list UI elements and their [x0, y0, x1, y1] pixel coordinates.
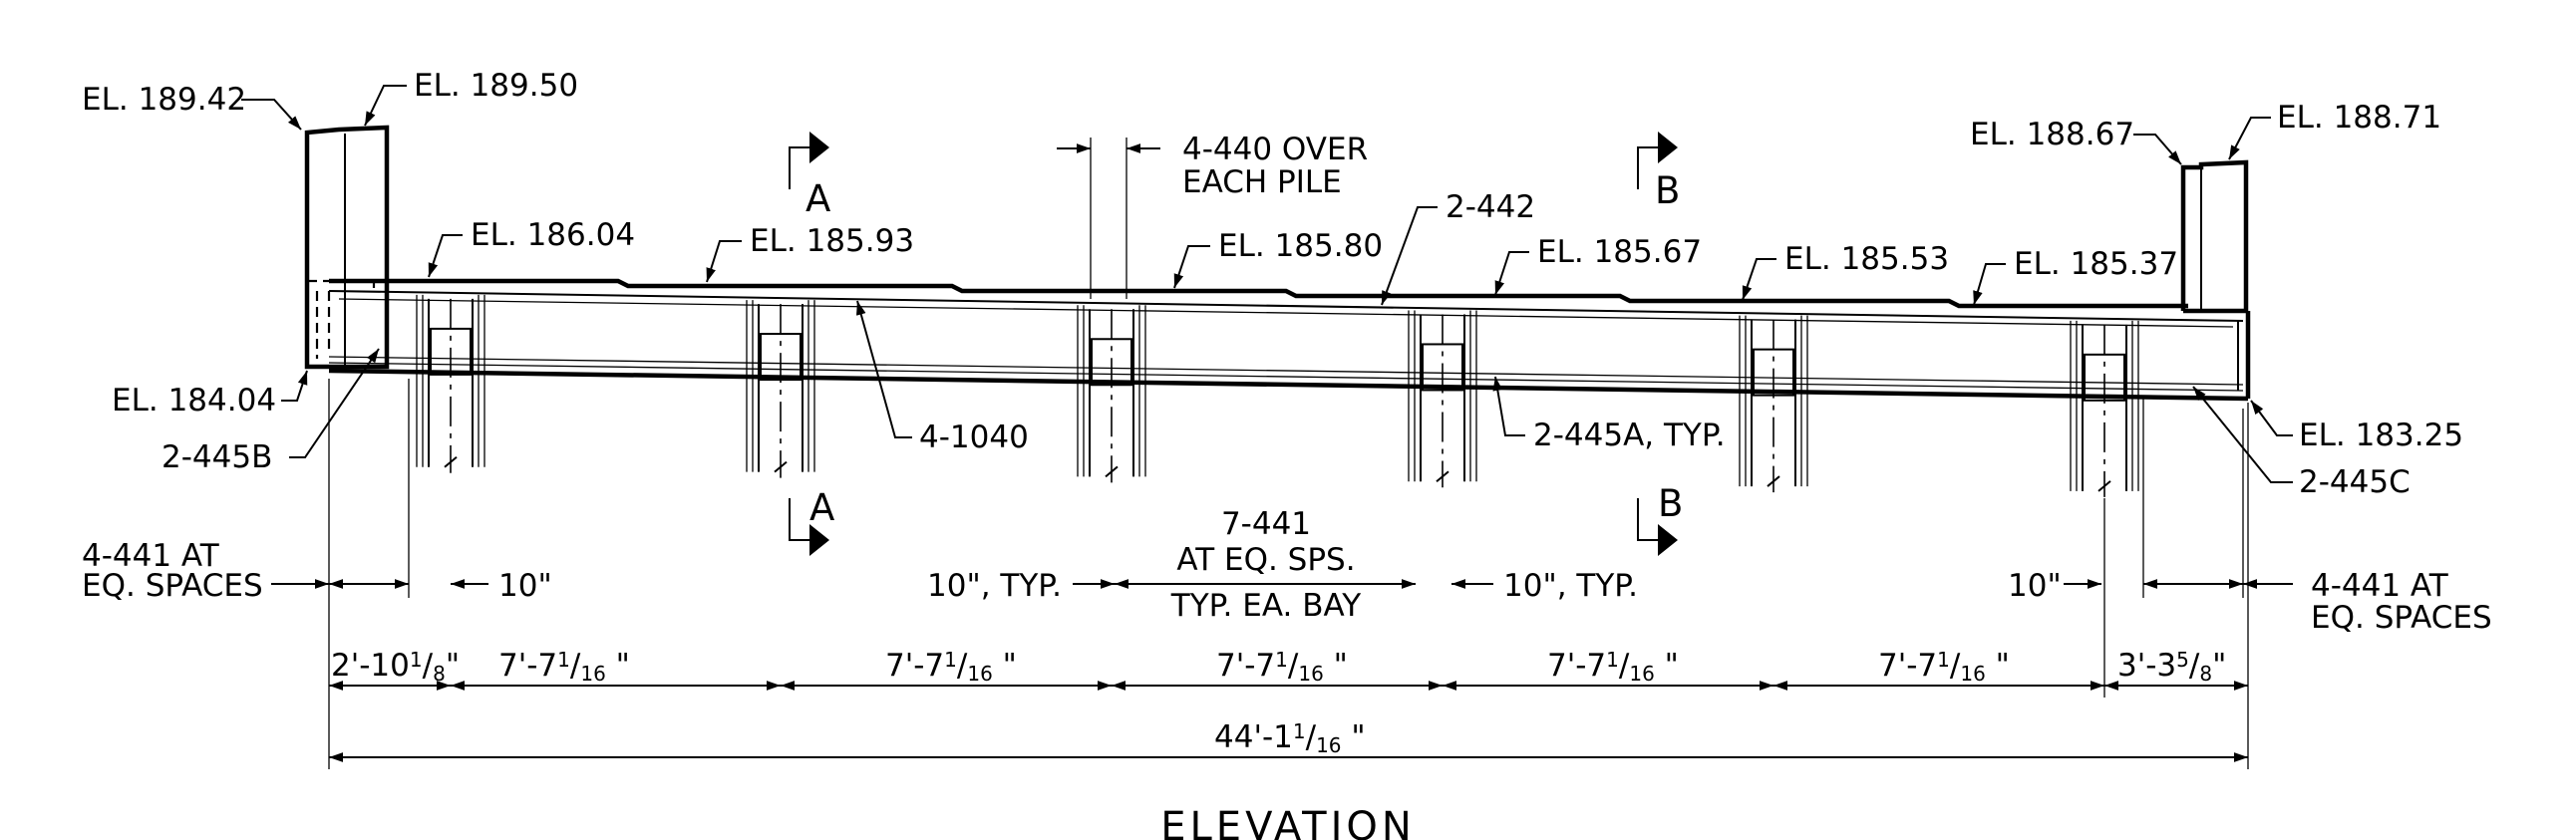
- dim-bay-5: 7'-71/16 ": [1878, 648, 2010, 686]
- left-441-label-1: 4-441 AT: [82, 538, 220, 574]
- el-186-04-label: EL. 186.04: [471, 217, 635, 253]
- drawing-title: ELEVATION: [1160, 804, 1416, 840]
- bar-2-445a-label: 2-445A, TYP.: [1533, 418, 1726, 453]
- pile-6-break-mark: [2097, 480, 2111, 492]
- dim-end-left: 2'-101/8": [331, 648, 460, 686]
- bar-2-442-label: 2-442: [1446, 189, 1535, 225]
- pile-2: [746, 300, 815, 478]
- cap-inner-line-2: [328, 362, 2244, 392]
- right-441-label-1: 4-441 AT: [2311, 568, 2449, 604]
- pile-5: [1739, 315, 1808, 493]
- section-cut-b: B B: [1637, 132, 1683, 556]
- pile-1: [416, 294, 485, 473]
- dim-bay-3: 7'-71/16 ": [1216, 648, 1348, 686]
- el-185-93-label: EL. 185.93: [750, 223, 914, 259]
- dim-bay-4: 7'-71/16 ": [1547, 648, 1679, 686]
- bar-2-445b-label: 2-445B: [161, 439, 272, 475]
- left-10-inch-label: 10": [498, 568, 552, 604]
- dim-end-right: 3'-35/8": [2117, 648, 2226, 686]
- dim-bay-2: 7'-71/16 ": [885, 648, 1017, 686]
- left-backwall: [304, 125, 390, 370]
- el-185-67-label: EL. 185.67: [1537, 234, 1702, 270]
- el-188-71-label: EL. 188.71: [2277, 100, 2441, 136]
- typ-10-left-label: 10", TYP.: [927, 568, 1062, 604]
- pile-5-break-mark: [1767, 475, 1780, 487]
- el-183-25-label: EL. 183.25: [2299, 418, 2463, 453]
- section-a-top-label: A: [805, 177, 830, 220]
- cap-top-slope: [328, 290, 2244, 322]
- elevation-callouts: EL. 189.42 EL. 189.50 EL. 186.04 EL. 185…: [82, 68, 2463, 453]
- pile-6: [2070, 320, 2139, 497]
- spacing-notes: 4-441 AT EQ. SPACES 10" 10", TYP. 7-441 …: [82, 506, 2492, 636]
- cap-bottom-edge: [328, 368, 2249, 402]
- section-b-bottom-label: B: [1658, 482, 1683, 525]
- el-188-67-label: EL. 188.67: [1970, 117, 2134, 152]
- over-pile-label-2: EACH PILE: [1182, 164, 1342, 200]
- el-189-50-label: EL. 189.50: [414, 68, 578, 104]
- left-441-label-2: EQ. SPACES: [82, 568, 263, 604]
- dim-bay-1: 7'-71/16 ": [498, 648, 630, 686]
- el-184-04-label: EL. 184.04: [112, 383, 276, 419]
- pile-4-break-mark: [1436, 470, 1449, 483]
- section-cut-a: A A: [789, 132, 834, 556]
- pile-4: [1408, 310, 1477, 488]
- dim-overall: 44'-11/16 ": [1214, 719, 1366, 757]
- piles-group: [416, 294, 2139, 497]
- right-backwall: [2180, 159, 2249, 314]
- pile-3-break-mark: [1105, 465, 1119, 478]
- extension-lines: [328, 379, 2249, 769]
- pile-2-break-mark: [774, 460, 788, 473]
- mid-441-label-3: TYP. EA. BAY: [1170, 588, 1361, 624]
- right-441-label-2: EQ. SPACES: [2311, 600, 2492, 636]
- dimension-strings: 2'-101/8" 7'-71/16 " 7'-71/16 " 7'-71/16…: [329, 648, 2248, 762]
- pile-3: [1077, 305, 1146, 483]
- bar-2-445c-label: 2-445C: [2299, 464, 2411, 500]
- right-10-inch-label: 10": [2008, 568, 2062, 604]
- bar-callouts: 4-440 OVER EACH PILE 2-442 4-1040 2-445B…: [161, 132, 2411, 500]
- mid-441-label-1: 7-441: [1221, 506, 1311, 542]
- pile-1-break-mark: [444, 456, 458, 468]
- mid-441-label-2: AT EQ. SPS.: [1176, 542, 1355, 578]
- el-189-42-label: EL. 189.42: [82, 82, 246, 118]
- el-185-37-label: EL. 185.37: [2014, 246, 2178, 282]
- cap-inner-line: [328, 356, 2244, 386]
- el-185-53-label: EL. 185.53: [1784, 241, 1949, 277]
- over-pile-label-1: 4-440 OVER: [1182, 132, 1368, 167]
- section-a-bottom-label: A: [809, 486, 834, 529]
- cap-beam: [328, 278, 2251, 402]
- section-b-top-label: B: [1655, 169, 1680, 212]
- cap-upper-rebar: [338, 298, 2234, 328]
- el-185-80-label: EL. 185.80: [1218, 228, 1383, 264]
- cap-top-edge: [329, 278, 2188, 309]
- typ-10-right-label: 10", TYP.: [1503, 568, 1638, 604]
- bar-4-1040-label: 4-1040: [919, 420, 1029, 455]
